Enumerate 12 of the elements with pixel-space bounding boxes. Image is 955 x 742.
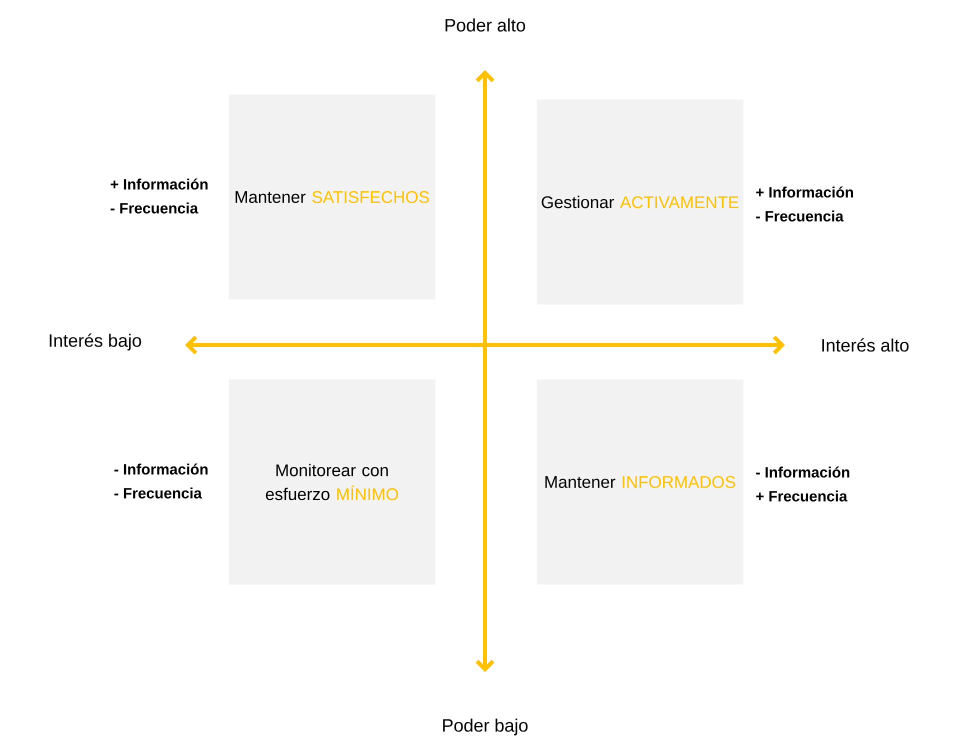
axis-label: Interés bajo: [47, 332, 143, 352]
quadrant-box: Gestionar ACTIVAMENTE: [536, 100, 744, 304]
axis-label: Poder bajo: [440, 718, 530, 736]
note-text: - Información - Frecuencia: [114, 464, 208, 498]
note-text: + Información - Frecuencia: [756, 186, 853, 222]
axis-label: Interés alto: [820, 337, 910, 353]
axis-label: Poder alto: [443, 17, 527, 33]
quadrant-box: Mantener INFORMADOS: [536, 380, 744, 584]
quadrant-box: Mantener SATISFECHOS: [228, 94, 436, 300]
quadrant-box: Monitorear con esfuerzo MÍNIMO: [228, 380, 436, 584]
note-text: + Información - Frecuencia: [110, 178, 208, 214]
note-text: - Información + Frecuencia: [756, 466, 850, 502]
